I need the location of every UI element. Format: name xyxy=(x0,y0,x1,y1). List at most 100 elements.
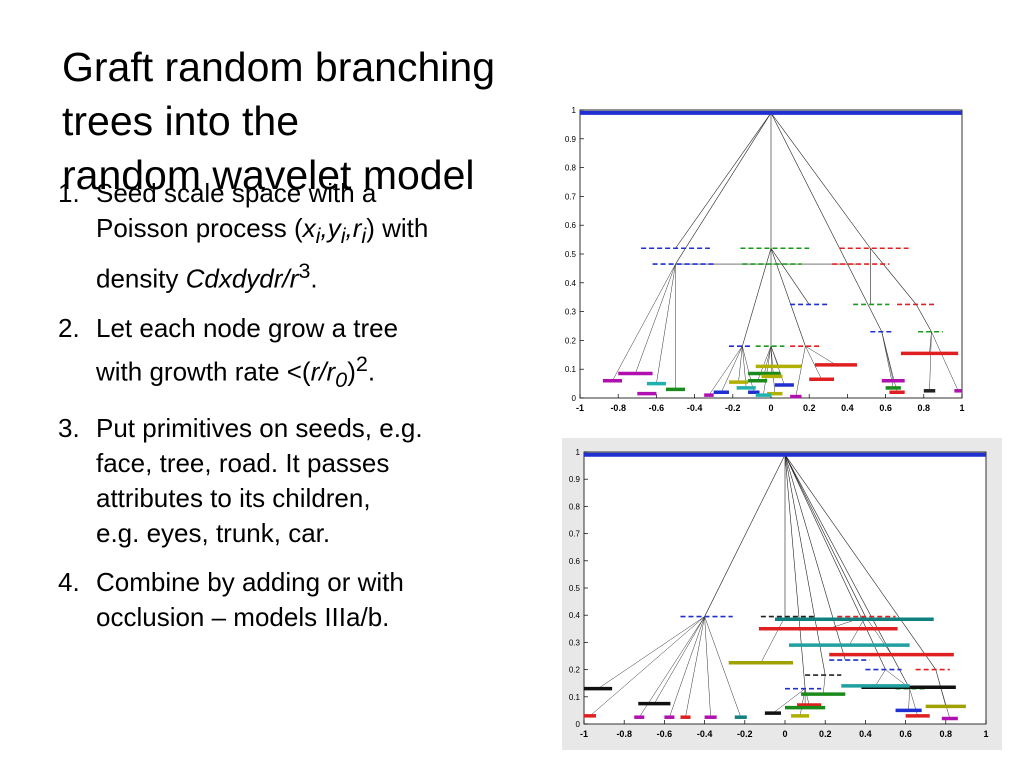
x-tick-label: -0.2 xyxy=(725,403,741,413)
tree-branch xyxy=(589,616,705,717)
tree-branch xyxy=(708,346,743,396)
y-tick-label: 0.7 xyxy=(569,530,581,539)
tree-branch xyxy=(742,248,772,347)
tree-branch xyxy=(654,616,705,704)
x-tick-label: 0.2 xyxy=(819,729,832,739)
x-tick-label: 0.4 xyxy=(841,403,854,413)
step-list: 1. Seed scale space with a Poisson proce… xyxy=(58,176,528,649)
item-text: Let each node grow a tree with growth ra… xyxy=(96,311,528,397)
tree-branch xyxy=(738,346,743,383)
tree-branch xyxy=(822,675,826,695)
list-item: 1. Seed scale space with a Poisson proce… xyxy=(58,176,528,297)
y-tick-label: 0.5 xyxy=(565,250,577,259)
tree-branch xyxy=(915,304,932,332)
item-line: density Cdxdydr/r3. xyxy=(96,253,528,297)
x-tick-label: 0.8 xyxy=(918,403,931,413)
y-tick-label: 0.2 xyxy=(565,336,577,345)
y-tick-label: 0.4 xyxy=(569,611,581,620)
item-line: Seed scale space with a xyxy=(96,178,377,208)
math-sub: i xyxy=(315,223,321,249)
tree-branch xyxy=(929,331,932,391)
text-run: Poisson process ( xyxy=(96,213,303,243)
tree-branch xyxy=(635,263,676,374)
tree-branch xyxy=(784,454,886,670)
x-tick-label: -1 xyxy=(580,729,588,739)
tree-branch xyxy=(804,688,810,706)
text-run: with growth rate <( xyxy=(96,356,311,387)
title-line-2: random wavelet model xyxy=(62,152,475,198)
x-tick-label: -0.2 xyxy=(737,729,753,739)
tree-branch xyxy=(612,263,676,381)
tree-branch xyxy=(875,669,886,687)
tree-branch xyxy=(849,616,866,646)
title-line-1: Graft random branching trees into the xyxy=(62,44,496,144)
text-run: . xyxy=(367,356,376,387)
y-tick-label: 0.1 xyxy=(569,693,581,702)
y-tick-label: 1 xyxy=(572,106,577,115)
tree-branch xyxy=(760,616,786,663)
list-item: 4. Combine by adding or with occlusion –… xyxy=(58,565,528,635)
y-tick-label: 0 xyxy=(572,394,577,403)
tree-branch xyxy=(656,264,676,384)
tree-branch xyxy=(770,346,776,394)
item-line: Combine by adding or with xyxy=(96,566,404,597)
tree-branch xyxy=(865,616,892,655)
math-density: Cdxdydr/r xyxy=(185,263,299,294)
math-comma: , xyxy=(320,213,328,243)
x-tick-label: -1 xyxy=(576,403,584,413)
tree-branch xyxy=(675,112,772,265)
x-tick-label: 1 xyxy=(959,403,964,413)
math-y: y xyxy=(327,213,341,243)
tree-branch xyxy=(763,346,772,396)
x-tick-label: 0.6 xyxy=(879,403,892,413)
math-ratio: r/r xyxy=(310,356,336,387)
tree-branch xyxy=(935,669,951,719)
math-r: r xyxy=(352,213,362,243)
y-tick-label: 0.9 xyxy=(565,135,577,144)
tree-branch xyxy=(931,331,959,391)
tree-branch xyxy=(770,248,810,305)
math-sub: 0 xyxy=(335,366,348,392)
list-item: 2. Let each node grow a tree with growth… xyxy=(58,311,528,397)
math-sub: i xyxy=(340,223,346,249)
y-tick-label: 0.7 xyxy=(565,192,577,201)
text-run: ) xyxy=(347,356,356,387)
math-x: x xyxy=(302,213,316,243)
y-tick-label: 0.5 xyxy=(569,584,581,593)
tree-branch xyxy=(770,112,883,332)
item-number: 1. xyxy=(58,178,80,208)
tree-branch xyxy=(597,616,705,689)
item-line: Poisson process (xi,yi,ri) with xyxy=(96,211,528,253)
item-line: with growth rate <(r/r0)2. xyxy=(96,346,528,397)
item-line: occlusion – models IIIa/b. xyxy=(96,601,390,632)
item-line: attributes to its children, xyxy=(96,482,371,513)
x-tick-label: -0.6 xyxy=(649,403,665,413)
item-line: Put primitives on seeds, e.g. xyxy=(96,412,423,443)
x-tick-label: -0.8 xyxy=(616,729,632,739)
text-run: . xyxy=(310,263,318,294)
x-tick-label: -0.4 xyxy=(697,729,713,739)
math-sup: 2 xyxy=(355,350,368,376)
tree-branch xyxy=(675,112,772,249)
tree-branch xyxy=(805,346,822,380)
x-tick-label: 1 xyxy=(983,729,988,739)
tree-branch xyxy=(881,331,894,388)
x-tick-label: -0.6 xyxy=(657,729,673,739)
tree-branch xyxy=(764,346,772,374)
tree-branch xyxy=(784,454,936,670)
x-tick-label: 0.2 xyxy=(803,403,816,413)
item-line: Let each node grow a tree xyxy=(96,312,399,343)
tree-branch xyxy=(784,454,806,689)
y-tick-label: 0.6 xyxy=(569,557,581,566)
y-tick-label: 0.6 xyxy=(565,221,577,230)
y-tick-label: 0 xyxy=(576,720,581,729)
tree-branch xyxy=(805,345,837,366)
slide-title: Graft random branching trees into the ra… xyxy=(62,40,582,202)
x-tick-label: 0 xyxy=(782,729,787,739)
y-tick-label: 0.3 xyxy=(565,308,577,317)
y-tick-label: 0.3 xyxy=(569,638,581,647)
list-item: 3. Put primitives on seeds, e.g. face, t… xyxy=(58,411,528,551)
item-number: 4. xyxy=(58,566,80,597)
